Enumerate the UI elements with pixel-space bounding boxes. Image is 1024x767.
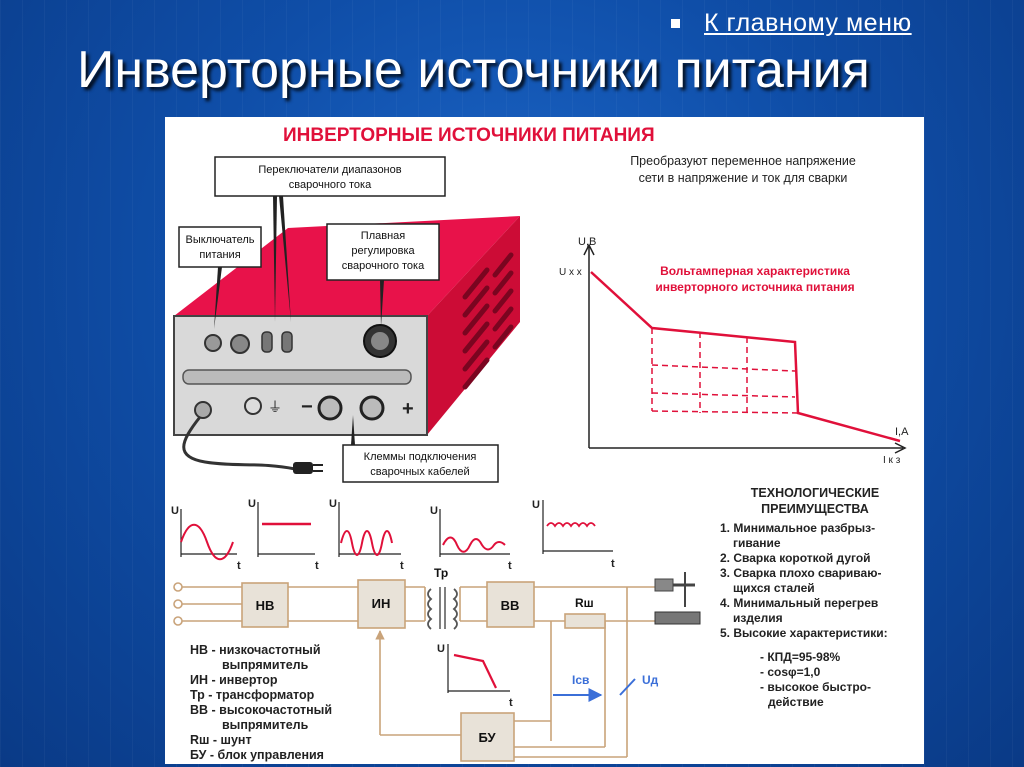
callout-terminals: Клеммы подключения сварочных кабелей (342, 415, 499, 483)
legend-line: выпрямитель (222, 718, 309, 732)
advantage-item: гивание (733, 536, 781, 550)
block-label: ВВ (501, 598, 520, 613)
callout-text: Выключатель (185, 234, 254, 246)
block-legend: НВ - низкочастотный выпрямитель ИН - инв… (190, 643, 332, 762)
advantage-item: щихся сталей (733, 581, 815, 595)
shunt-rsh: Rш (564, 596, 606, 629)
waveform-damped: U t (430, 505, 512, 572)
va-y-axis-label: U,B (578, 236, 596, 248)
poster-description: Преобразуют переменное напряжение сети в… (630, 154, 856, 185)
waveform-u-label: U (329, 498, 337, 510)
callout-text: сварочного тока (289, 179, 372, 191)
block-label: НВ (256, 598, 275, 613)
block-label: Rш (575, 596, 594, 610)
waveform-dc: U t (248, 498, 319, 572)
bullet-icon (671, 18, 680, 28)
callout-smooth-adjust: Плавная регулировка сварочного тока (326, 223, 440, 327)
advantage-item: 5. Высокие характеристики: (720, 626, 888, 640)
waveform-u-label: U (248, 498, 256, 510)
welding-torch-workpiece (654, 572, 701, 625)
block-label: БУ (478, 730, 496, 745)
slide-title: Инверторные источники питания (77, 41, 870, 99)
ud-label: Uд (642, 673, 659, 687)
plus-terminal-label: + (402, 398, 414, 420)
callout-power-switch: Выключатель питания (178, 226, 262, 329)
advantages-title: ПРЕИМУЩЕСТВА (761, 502, 869, 516)
advantage-subitem: - cosφ=1,0 (760, 665, 821, 679)
minus-terminal-label: − (301, 396, 313, 418)
waveform-u-label: U (437, 643, 445, 655)
callout-text: Клеммы подключения (364, 451, 477, 463)
va-dashed-grid (651, 328, 799, 414)
waveform-ripple: U t (532, 499, 615, 570)
waveform-u-label: U (430, 505, 438, 517)
waveform-t-label: t (611, 558, 615, 570)
advantage-subitem: действие (768, 695, 824, 709)
waveforms-row: U t U t U t U t (171, 498, 615, 572)
callout-text: сварочных кабелей (370, 466, 469, 478)
advantage-item: 4. Минимальный перегрев (720, 596, 878, 610)
advantage-item: 2. Сварка короткой дугой (720, 551, 871, 565)
main-menu-link[interactable]: К главному меню (704, 8, 912, 37)
feedback-ud: Uд (619, 673, 659, 696)
waveform-u-label: U (171, 505, 179, 517)
main-menu-link-item[interactable]: К главному меню (671, 8, 912, 38)
block-diagram (173, 582, 655, 758)
svg-text:⏚: ⏚ (268, 399, 282, 415)
va-curve (590, 271, 901, 443)
block-bu: БУ (460, 712, 515, 762)
legend-line: БУ - блок управления (190, 748, 324, 762)
advantage-item: 1. Минимальное разбрыз- (720, 521, 875, 535)
legend-line: выпрямитель (222, 658, 309, 672)
waveform-t-label: t (508, 560, 512, 572)
legend-line: ВВ - высокочастотный (190, 703, 332, 717)
callout-text: Плавная (361, 230, 405, 242)
legend-line: ИН - инвертор (190, 673, 278, 687)
advantage-item: изделия (733, 611, 783, 625)
va-chart-title: Вольтамперная характеристика (660, 264, 850, 278)
callout-range-switches: Переключатели диапазонов сварочного тока (214, 156, 446, 322)
advantage-item: 3. Сварка плохо свариваю- (720, 566, 881, 580)
description-line: сети в напряжение и ток для сварки (639, 171, 848, 185)
callout-text: регулировка (351, 245, 415, 257)
block-label: ИН (372, 596, 391, 611)
va-x-tick: I к з (883, 455, 901, 466)
control-characteristic-mini: U t (437, 643, 513, 709)
callout-text: сварочного тока (342, 260, 425, 272)
waveform-sine: U t (171, 505, 241, 572)
callout-text: Переключатели диапазонов (258, 164, 401, 176)
advantage-subitem: - КПД=95-98% (760, 650, 841, 664)
block-vv: ВВ (486, 581, 535, 628)
poster-image: ИНВЕРТОРНЫЕ ИСТОЧНИКИ ПИТАНИЯ Преобразую… (165, 117, 924, 764)
waveform-u-label: U (532, 499, 540, 511)
waveform-t-label: t (315, 560, 319, 572)
transformer: Тр (427, 566, 458, 630)
legend-line: Rш - шунт (190, 733, 252, 747)
feedback-isv: Iсв (553, 673, 603, 702)
advantage-subitem: - высокое быстро- (760, 680, 871, 694)
va-y-tick: U х х (559, 267, 582, 278)
waveform-t-label: t (509, 697, 513, 709)
waveform-t-label: t (237, 560, 241, 572)
waveform-t-label: t (400, 560, 404, 572)
va-characteristic-chart: U,B U х х I,A I к з Вольтамперная характ… (559, 236, 909, 466)
advantages-title: ТЕХНОЛОГИЧЕСКИЕ (751, 486, 879, 500)
description-line: Преобразуют переменное напряжение (630, 154, 856, 168)
callout-text: питания (199, 249, 240, 261)
legend-line: НВ - низкочастотный (190, 643, 321, 657)
poster-heading: ИНВЕРТОРНЫЕ ИСТОЧНИКИ ПИТАНИЯ (283, 125, 655, 146)
advantages-block: ТЕХНОЛОГИЧЕСКИЕ ПРЕИМУЩЕСТВА 1. Минималь… (720, 486, 888, 709)
waveform-hf-pulses: U t (329, 498, 404, 572)
block-in: ИН (357, 579, 406, 629)
isv-label: Iсв (572, 673, 589, 687)
va-x-axis-label: I,A (895, 426, 909, 438)
legend-line: Тр - трансформатор (190, 688, 315, 702)
block-nv: НВ (241, 582, 289, 628)
block-label: Тр (434, 566, 448, 580)
va-chart-title: инверторного источника питания (655, 280, 854, 294)
